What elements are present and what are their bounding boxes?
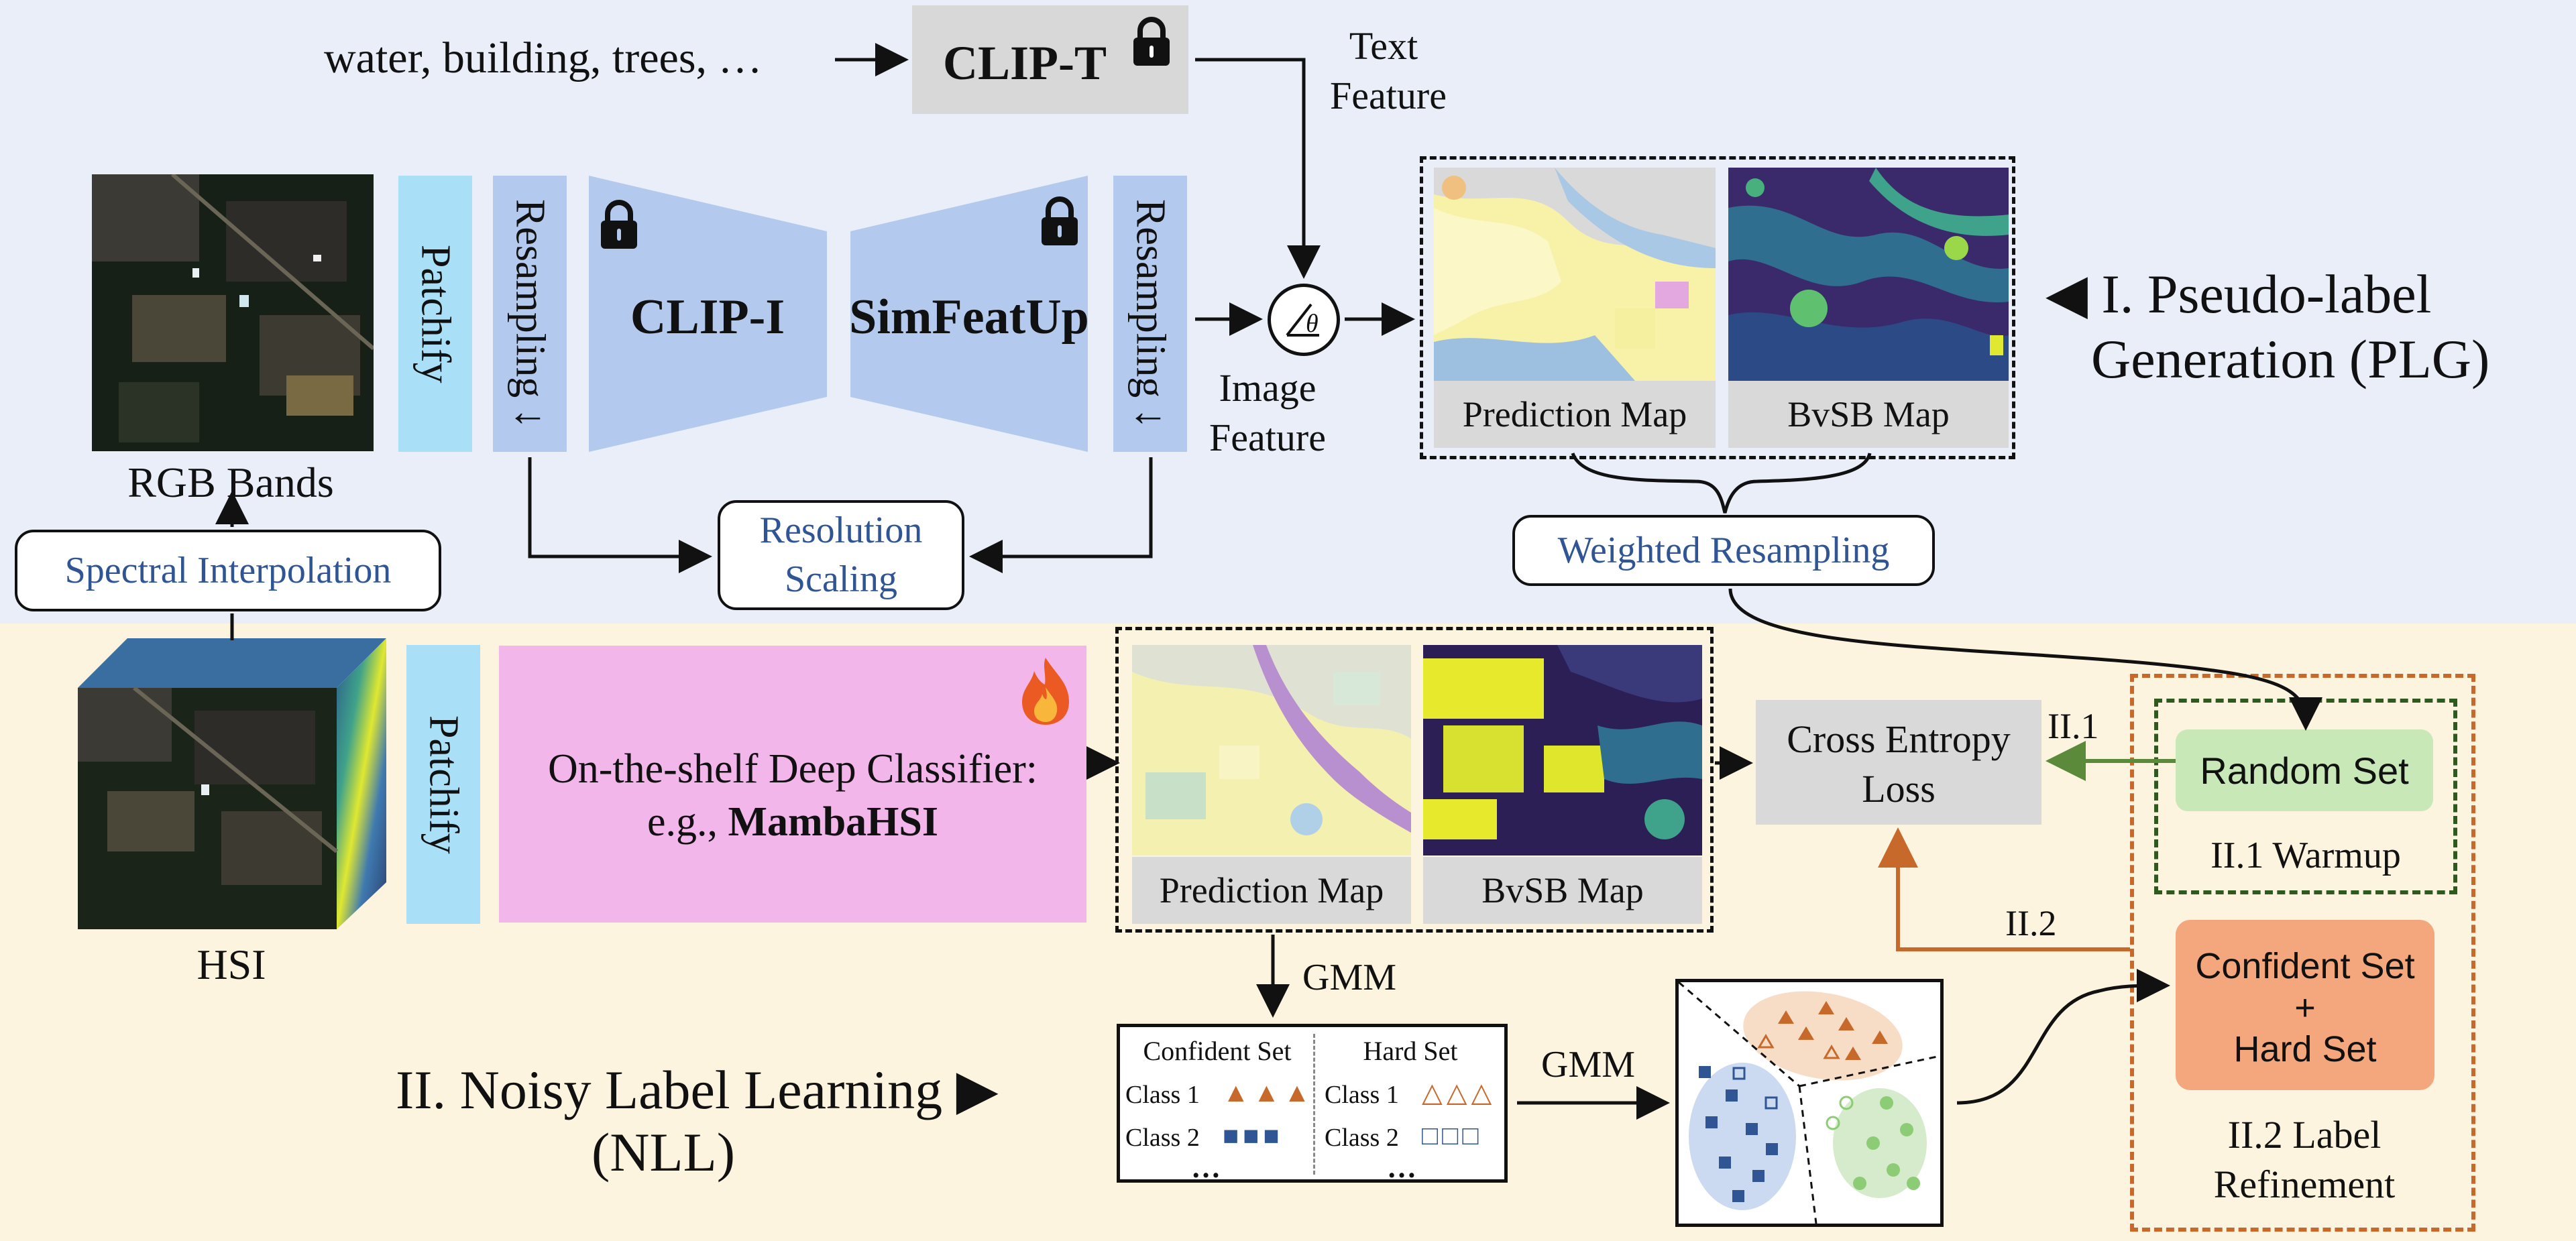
image-feature-label-1: Image [1219,366,1317,410]
ii1-label: II.1 [2048,706,2099,746]
table-row2-confident-marks: ■■■ [1223,1120,1284,1150]
hsi-cube [78,638,386,929]
cross-entropy-line2: Loss [1862,767,1936,811]
weighted-resampling-label: Weighted Resampling [1557,529,1890,571]
spectral-interpolation-box: Spectral Interpolation [15,530,441,611]
text-feature-label-2: Feature [1330,74,1447,117]
clip-i-trapezoid [589,176,827,452]
resolution-scaling-line2: Scaling [785,558,897,600]
table-hard-header: Hard Set [1363,1036,1458,1066]
nll-maps-container [1115,627,1714,933]
nll-title-line1: II. Noisy Label Learning ▶ [396,1059,999,1120]
table-row1-class: Class 1 [1125,1081,1200,1109]
gmm-cluster-plot [1675,979,1944,1227]
text-feature-label-1: Text [1349,24,1418,68]
simfeatup-trapezoid [850,176,1088,452]
hard-set-label: Hard Set [2233,1029,2377,1069]
table-row2-hard-marks: □□□ [1422,1120,1483,1150]
plg-prediction-map-image [1434,168,1716,381]
cross-entropy-loss-box: Cross Entropy Loss [1756,700,2041,825]
plg-bvsb-map-label: BvSB Map [1728,381,2009,448]
text-input-classes: water, building, trees, … [324,34,763,82]
clip-t-box: CLIP-T [912,5,1188,114]
encoder-decoder-shapes [589,176,1088,452]
nll-bvsb-map-label: BvSB Map [1423,857,1702,924]
spectral-interpolation-label: Spectral Interpolation [64,549,392,591]
prediction-map-texture [1434,168,1716,381]
bvsb-map-texture [1423,645,1702,855]
label-refinement-line1: II.2 Label [2227,1113,2382,1157]
nll-prediction-map-image [1132,645,1411,855]
confident-hard-set-box: Confident Set + Hard Set [2176,920,2434,1090]
bvsb-map-texture [1728,168,2009,381]
simfeatup-label: SimFeatUp [849,290,1089,345]
gmm-horizontal-label: GMM [1541,1044,1636,1085]
rgb-bands-image [92,174,374,451]
table-row2-class-hard: Class 2 [1325,1124,1399,1152]
table-row2-class: Class 2 [1125,1124,1200,1152]
table-ellipsis-right: … [1387,1151,1416,1184]
fire-icon [1022,658,1069,725]
label-refinement-line2: Refinement [2213,1163,2396,1206]
table-row1-hard-marks: △△△ [1422,1077,1496,1108]
resampling-right-box: Resampling ↓ [1113,176,1187,452]
nll-bvsb-map-image [1423,645,1702,855]
gmm-vertical-label: GMM [1302,957,1397,998]
lock-icon [601,200,637,249]
resolution-scaling-box: Resolution Scaling [718,500,964,610]
resolution-scaling-line1: Resolution [759,510,923,552]
classifier-line1: On-the-shelf Deep Classifier: [548,746,1038,792]
plus-label: + [2294,988,2316,1028]
plg-prediction-map-label: Prediction Map [1434,381,1716,448]
nll-prediction-map-label: Prediction Map [1132,857,1411,924]
classifier-model-name: MambaHSI [728,799,939,845]
plg-title-line1: ◀ I. Pseudo-label [2046,263,2432,324]
table-ellipsis-left: … [1191,1151,1221,1184]
confident-set-label: Confident Set [2195,946,2415,986]
plg-bvsb-map-image [1728,168,2009,381]
theta-symbol: θ [1306,310,1319,338]
angle-icon [1286,303,1319,337]
clip-t-label: CLIP-T [943,36,1107,90]
nll-title-line2: (NLL) [592,1122,736,1183]
classifier-line2-prefix: e.g., [647,799,728,845]
patchify-bottom-box: Patchify [406,645,480,924]
rgb-texture [92,174,374,451]
prediction-map-texture [1132,645,1411,855]
ii2-label: II.2 [2005,903,2057,943]
table-row1-confident-marks: ▲▲▲ [1223,1077,1314,1108]
classifier-line2: e.g., MambaHSI [647,801,938,843]
table-confident-header: Confident Set [1143,1036,1292,1066]
hsi-label: HSI [197,941,266,988]
set-table: Confident Set Hard Set Class 1 ▲▲▲ Class… [1117,1024,1508,1183]
warmup-label: II.1 Warmup [2210,835,2401,876]
label-refinement-container [2130,674,2475,1232]
cluster-scatter [1679,982,1940,1224]
clip-i-label: CLIP-I [630,290,785,345]
table-row1-class-hard: Class 1 [1325,1081,1399,1109]
lock-icon [1133,17,1170,66]
plg-title-line2: Generation (PLG) [2091,329,2490,390]
weighted-resampling-box: Weighted Resampling [1512,515,1935,586]
image-feature-label-2: Feature [1209,416,1326,459]
random-set-box: Random Set [2176,729,2433,811]
similarity-operator: θ [1268,284,1340,356]
classifier-box: On-the-shelf Deep Classifier: e.g., Mamb… [499,646,1086,923]
cross-entropy-line1: Cross Entropy [1787,717,2011,761]
resampling-left-box: Resampling ↓ [493,176,567,452]
table-divider [1313,1034,1315,1175]
plg-maps-container [1420,156,2015,459]
lock-icon [1042,196,1078,245]
patchify-top-box: Patchify [398,176,472,452]
